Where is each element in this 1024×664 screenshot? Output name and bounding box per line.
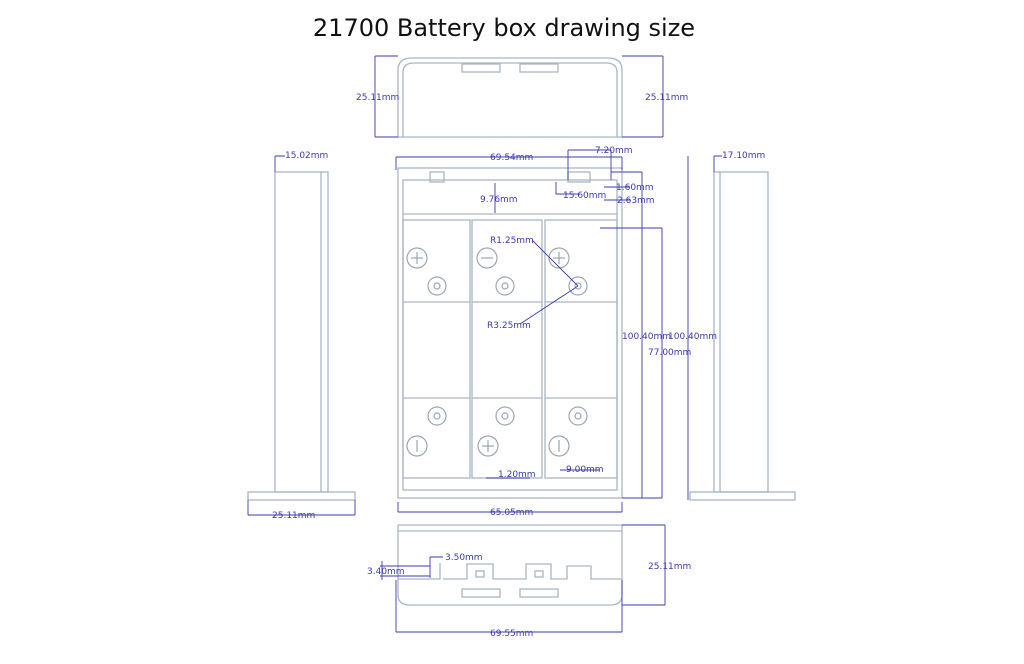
top-view: 25.11mm 25.11mm [356, 55, 688, 138]
gap-label: 9.00mm [566, 465, 604, 475]
contact-icon [427, 276, 447, 296]
plus-icon [477, 435, 499, 457]
contact-icon [495, 406, 515, 426]
plus-icon [548, 247, 570, 269]
contact-icon [427, 406, 447, 426]
drawing-title: 21700 Battery box drawing size [312, 14, 696, 42]
width-bottom-label: 65.05mm [490, 508, 533, 518]
right-height-label: 100.40mm [668, 332, 717, 342]
bottom-height-label: 25.11mm [648, 562, 691, 572]
minus-icon [548, 435, 570, 457]
cell-column-2 [471, 219, 543, 479]
width-top-label: 69.54mm [490, 153, 533, 163]
height-total-label: 100.40mm [622, 332, 671, 342]
wall-label: 1.20mm [498, 470, 536, 480]
slot-2-label: 2.63mm [617, 196, 655, 206]
bottom-width-label: 69.55mm [490, 629, 533, 639]
bottom-view: 25.11mm 3.50mm 3.40mm 69.55mm [367, 524, 691, 639]
notch-width-label: 3.50mm [445, 553, 483, 563]
left-thickness-label: 15.02mm [285, 151, 328, 161]
contact-icon [495, 276, 515, 296]
minus-icon [406, 435, 428, 457]
right-thickness-label: 17.10mm [722, 151, 765, 161]
left-base-label: 25.11mm [272, 511, 315, 521]
right-side-view: 17.10mm 100.40mm [668, 151, 796, 501]
notch-height-label: 3.40mm [367, 567, 405, 577]
left-side-view: 15.02mm 25.11mm [247, 151, 356, 521]
top-height-left: 25.11mm [356, 93, 399, 103]
radius-small-label: R1.25mm [490, 236, 534, 246]
cell-column-3 [544, 219, 618, 479]
header-depth-label: 9.76mm [480, 195, 518, 205]
slot-spacing-label: 15.60mm [563, 191, 606, 201]
cell-length-label: 77.00mm [648, 348, 691, 358]
minus-icon [476, 247, 498, 269]
cell-column-1 [402, 219, 471, 479]
front-view: 69.54mm 7.20mm 1.60mm 2.63mm 15.60mm 9.7… [395, 146, 691, 518]
contact-icon [568, 406, 588, 426]
radius-large-label: R3.25mm [487, 321, 531, 331]
plus-icon [406, 247, 428, 269]
top-height-right: 25.11mm [645, 93, 688, 103]
tab-width-label: 7.20mm [595, 146, 633, 156]
slot-1-label: 1.60mm [616, 183, 654, 193]
contact-icon [568, 276, 588, 296]
